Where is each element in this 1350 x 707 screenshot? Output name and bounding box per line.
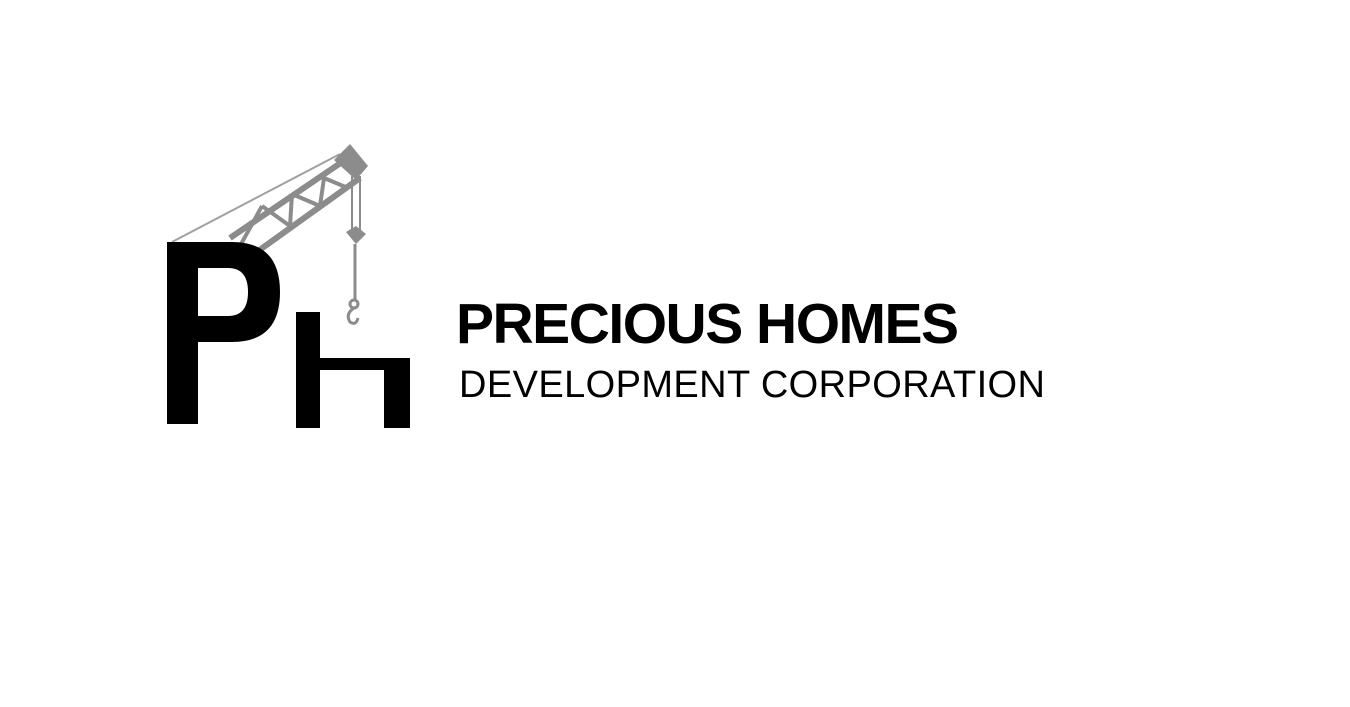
company-name: PRECIOUS HOMES <box>456 292 959 356</box>
crane-ph-monogram-icon <box>167 144 410 428</box>
company-subtitle: DEVELOPMENT CORPORATION <box>459 364 1046 406</box>
